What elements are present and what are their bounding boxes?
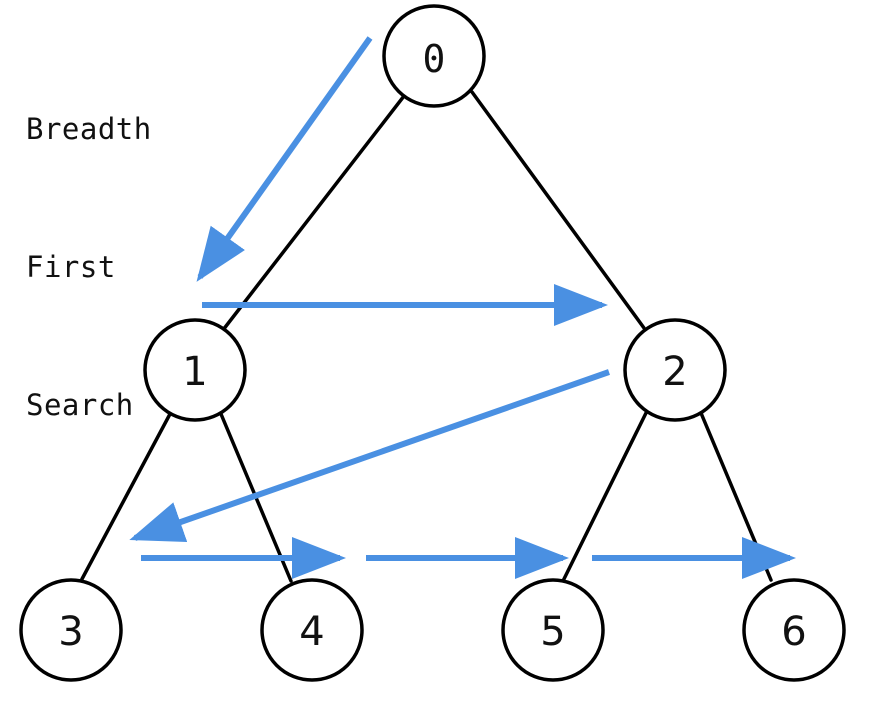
- diagram-title: Breadth First Search: [26, 14, 152, 474]
- title-line-3: Search: [26, 388, 134, 422]
- node-6-circle: [742, 578, 846, 682]
- node-5-label: 5: [540, 609, 565, 655]
- node-1-circle: [143, 318, 247, 422]
- node-4-label: 4: [299, 609, 324, 655]
- node-6-label: 6: [781, 609, 806, 655]
- node-2-circle: [623, 318, 727, 422]
- node-4[interactable]: 4: [260, 578, 364, 682]
- node-0-circle: [382, 4, 486, 108]
- node-1-label: 1: [182, 349, 207, 395]
- node-2[interactable]: 2: [623, 318, 727, 422]
- tree-nodes: 0 1 2 3 4 5 6: [19, 4, 846, 682]
- title-line-1: Breadth: [26, 112, 152, 146]
- node-1[interactable]: 1: [143, 318, 247, 422]
- edge-1-3: [80, 412, 172, 581]
- edge-2-6: [699, 411, 773, 582]
- node-5-circle: [501, 578, 605, 682]
- node-5[interactable]: 5: [501, 578, 605, 682]
- title-line-2: First: [26, 250, 116, 284]
- node-2-label: 2: [662, 349, 687, 395]
- node-3-circle: [19, 578, 123, 682]
- node-0-label: 0: [423, 37, 446, 81]
- edge-0-2: [470, 90, 646, 330]
- node-0[interactable]: 0: [382, 4, 486, 108]
- traversal-arrows: [129, 36, 796, 579]
- traversal-arrow-0-to-1: [196, 36, 373, 282]
- node-4-circle: [260, 578, 364, 682]
- edge-0-1: [221, 94, 406, 332]
- node-6[interactable]: 6: [742, 578, 846, 682]
- node-3-label: 3: [58, 609, 83, 655]
- node-3[interactable]: 3: [19, 578, 123, 682]
- edge-2-5: [561, 411, 648, 583]
- traversal-arrow-2-to-3: [129, 369, 610, 542]
